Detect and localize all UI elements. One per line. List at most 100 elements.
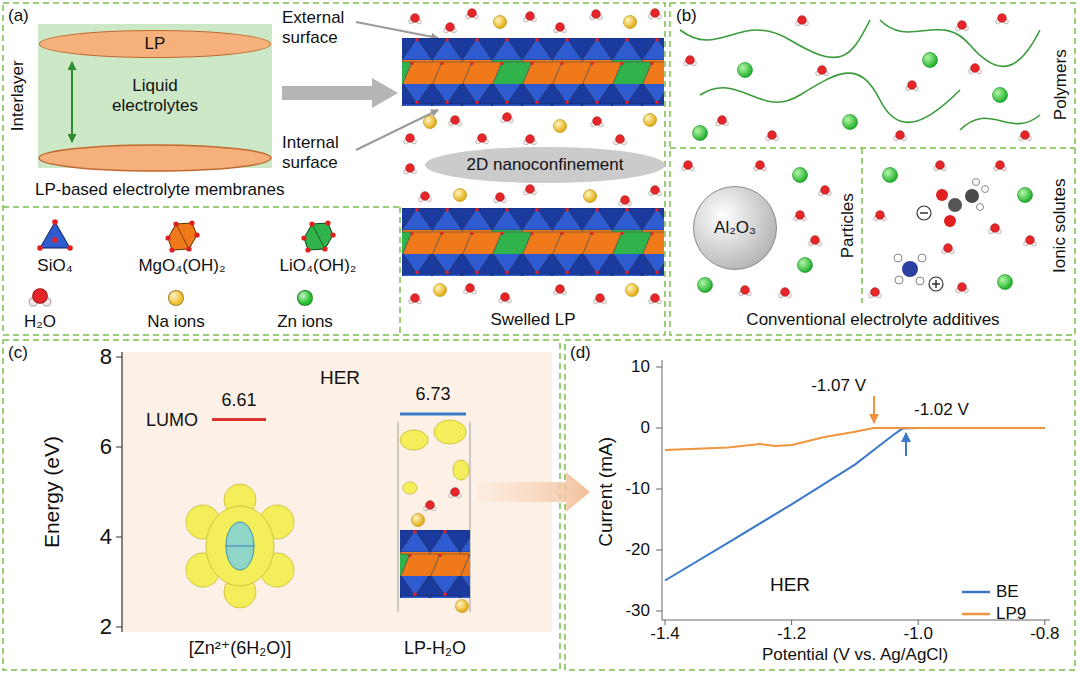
level-value: 6.73: [415, 384, 450, 405]
acetate-ion: [965, 189, 979, 203]
category-label: [Zn²⁺(6H₂O)]: [189, 638, 292, 659]
tick-label: 10: [631, 357, 650, 377]
legend-icon: [176, 224, 189, 249]
tick-label: -20: [625, 540, 650, 560]
solution-molecules: [934, 161, 947, 171]
legend-icon: [309, 221, 314, 226]
lp-water-structure: [400, 530, 470, 552]
block-arrow: [282, 78, 398, 108]
lumo-orbital: [226, 522, 254, 570]
her-plot: [873, 396, 875, 423]
legend-text: BE: [996, 582, 1019, 602]
plot-label: HER: [320, 367, 360, 389]
legend-icon: [37, 245, 43, 251]
legend-text: H₂O: [24, 312, 56, 332]
solution-molecules: [923, 53, 938, 68]
tick-label: -1.4: [650, 624, 679, 644]
her-plot: [662, 620, 1050, 621]
acetate-ion: [936, 189, 948, 201]
legend-text: LiO₄(OH)₂: [280, 256, 357, 276]
node-text: Liquid electrolytes: [93, 76, 218, 115]
panel-frame: [3, 206, 400, 208]
energy-plot: [212, 418, 266, 421]
energy-plot: [116, 537, 122, 538]
her-plot: [656, 367, 662, 368]
axis-label: Interlayer: [7, 61, 27, 132]
solution-molecules: [1019, 131, 1032, 141]
panel-frame: [3, 3, 1075, 670]
swelled-lp-structure: [649, 9, 662, 19]
solution-molecules: [874, 211, 887, 221]
lp-water-structure: [398, 420, 470, 613]
panel-frame: [3, 3, 665, 335]
transition-arrow: [478, 472, 590, 512]
callout-text: External surface: [282, 8, 362, 47]
lp-water-structure: [400, 576, 470, 598]
swelled-lp-structure: [501, 113, 514, 123]
solution-molecules: [796, 16, 809, 26]
her-plot: [656, 360, 1050, 625]
annotation: -1.02 V: [914, 400, 969, 420]
solution-molecules: [766, 131, 779, 141]
legend-icon: [40, 222, 70, 248]
swelled-lp-structure: [454, 189, 467, 202]
her-plot: [962, 613, 990, 616]
solution-molecules: [942, 244, 955, 254]
ammonium-ion: [902, 261, 918, 277]
swelled-lp-structure: [554, 120, 567, 133]
legend-icon: [194, 232, 199, 237]
swelled-lp-structure: [402, 208, 664, 230]
acetate-ion: [977, 204, 984, 211]
lumo-orbital: [206, 506, 274, 586]
swelled-lp-structure: [402, 84, 664, 106]
axis-title: Potential (V vs. Ag/AgCl): [762, 645, 948, 665]
legend-text: LP9: [996, 604, 1026, 624]
legend-swatch: [297, 290, 313, 306]
solution-molecules: [906, 81, 919, 91]
axis-title: Current (mA): [595, 437, 617, 547]
swelled-lp-structure: [419, 192, 432, 202]
swelled-lp-structure: [649, 186, 662, 196]
swelled-lp-structure: [524, 185, 537, 195]
swelled-lp-structure: [402, 208, 664, 276]
block-arrow: [282, 78, 398, 108]
lumo-orbital: [226, 546, 254, 547]
swelled-lp-structure: [409, 294, 422, 304]
ammonium-ion: [935, 280, 937, 288]
solution-molecules: [1018, 188, 1033, 203]
tick-label: -1.0: [904, 624, 933, 644]
tick-label: -30: [625, 601, 650, 621]
acetate-ion: [917, 206, 931, 220]
tick-label: 8: [100, 344, 112, 369]
solution-molecules: [798, 258, 813, 273]
solution-molecules: [684, 56, 697, 66]
lp-disc: LP: [39, 30, 271, 58]
solution-molecules: [869, 288, 882, 298]
swelled-lp-structure: [624, 16, 637, 29]
solution-molecules: [816, 66, 829, 76]
ammonium-ion: [929, 277, 943, 291]
swelled-lp-structure: [402, 60, 664, 84]
solution-molecules: [894, 131, 907, 141]
panel-letter: (b): [676, 6, 697, 26]
node-text: LP: [145, 34, 166, 54]
acetate-ion: [973, 179, 980, 186]
legend-icon: [325, 220, 330, 225]
legend-text: MgO₄(OH)₂: [138, 256, 225, 276]
her-plot: [662, 360, 663, 620]
legend-icon: [168, 223, 197, 250]
solution-molecules: [682, 14, 1037, 298]
solution-molecules: [994, 161, 1007, 171]
node-text: 2D nanoconfinement: [467, 155, 624, 175]
solution-molecules: [1024, 236, 1037, 246]
swelled-lp-structure: [402, 230, 664, 254]
node-text: Al₂O₃: [714, 218, 756, 238]
leader-line: [356, 110, 438, 150]
swelled-lp-structure: [590, 10, 603, 20]
swelled-lp-structure: [444, 23, 457, 33]
acetate-ion: [948, 198, 962, 212]
polymer-chain: [680, 20, 870, 57]
her-plot: [905, 433, 907, 456]
swelled-lp-structure: [449, 116, 462, 126]
her-plot: [962, 591, 990, 594]
